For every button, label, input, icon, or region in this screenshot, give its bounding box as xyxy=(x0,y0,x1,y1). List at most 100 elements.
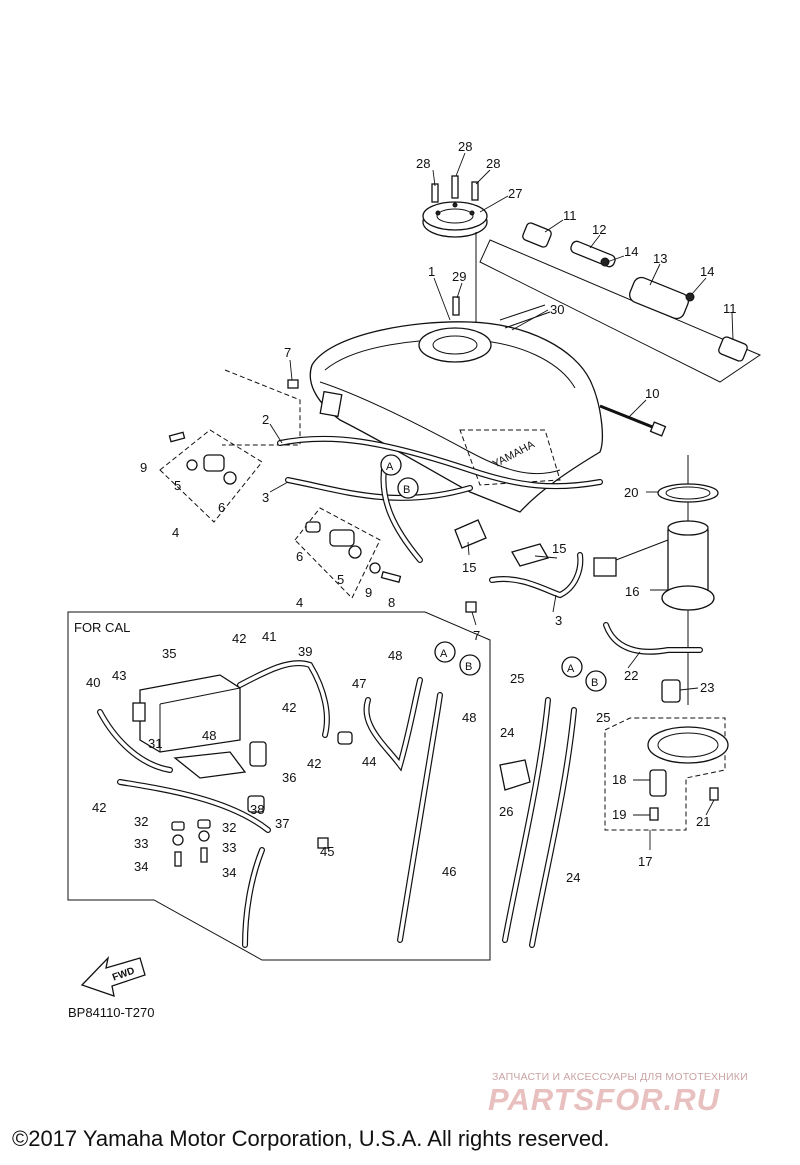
label-part-4-left: 4 xyxy=(172,525,179,540)
fasteners-32-34 xyxy=(171,819,211,867)
label-part-25-right: 25 xyxy=(596,710,610,725)
label-part-42-top: 42 xyxy=(232,631,246,646)
label-part-48-top: 48 xyxy=(388,648,402,663)
label-part-22: 22 xyxy=(624,668,638,683)
label-part-14-right: 14 xyxy=(700,264,714,279)
label-part-5-right: 5 xyxy=(337,572,344,587)
label-part-28-right: 28 xyxy=(486,156,500,171)
part-38 xyxy=(247,795,265,813)
label-part-12: 12 xyxy=(592,222,606,237)
callout-a-right: A xyxy=(567,663,575,675)
label-part-11-right: 11 xyxy=(723,301,737,316)
label-part-7-bottom: 7 xyxy=(473,628,480,643)
label-part-9-left: 9 xyxy=(140,460,147,475)
label-part-17: 17 xyxy=(638,854,652,869)
breather-assembly xyxy=(479,222,762,383)
label-part-40: 40 xyxy=(86,675,100,690)
label-part-4-right: 4 xyxy=(296,595,303,610)
label-part-42-right: 42 xyxy=(307,756,321,771)
label-part-24-left: 24 xyxy=(500,725,514,740)
label-part-15-right: 15 xyxy=(552,541,566,556)
label-part-32-right: 32 xyxy=(222,820,236,835)
label-part-42-left: 42 xyxy=(92,800,106,815)
damper-group-right xyxy=(294,507,402,599)
label-part-11-top: 11 xyxy=(563,208,577,223)
connector-23 xyxy=(661,679,681,703)
label-part-30: 30 xyxy=(550,302,564,317)
label-part-43: 43 xyxy=(112,668,126,683)
label-part-35: 35 xyxy=(162,646,176,661)
bolt-29 xyxy=(452,296,460,316)
label-part-5-left: 5 xyxy=(174,478,181,493)
label-part-46: 46 xyxy=(442,864,456,879)
label-part-27: 27 xyxy=(508,186,522,201)
label-part-28-left: 28 xyxy=(416,156,430,171)
label-part-33-right: 33 xyxy=(222,840,236,855)
part-44 xyxy=(337,731,353,745)
callout-a-cal: A xyxy=(440,648,448,660)
drain-hoses-24 xyxy=(499,697,577,948)
label-part-25-left: 25 xyxy=(510,671,524,686)
label-part-48-left: 48 xyxy=(202,728,216,743)
label-part-6-right: 6 xyxy=(296,549,303,564)
label-part-23: 23 xyxy=(700,680,714,695)
part-labels: 1 2 3 3 4 4 5 5 6 6 7 7 8 9 9 10 11 11 1… xyxy=(86,139,737,885)
label-part-36: 36 xyxy=(282,770,296,785)
label-part-9-right: 9 xyxy=(365,585,372,600)
fuel-tank: YAMAHA xyxy=(309,321,603,513)
label-part-29: 29 xyxy=(452,269,466,284)
callouts: A B A B A B xyxy=(380,454,607,692)
label-part-28-middle: 28 xyxy=(458,139,472,154)
label-part-16: 16 xyxy=(625,584,639,599)
label-part-18: 18 xyxy=(612,772,626,787)
label-part-24-right: 24 xyxy=(566,870,580,885)
label-part-3-lower: 3 xyxy=(555,613,562,628)
bolt-7-bottom xyxy=(465,601,477,613)
label-part-42-mid: 42 xyxy=(282,700,296,715)
label-part-44: 44 xyxy=(362,754,376,769)
label-part-48-right: 48 xyxy=(462,710,476,725)
label-part-10: 10 xyxy=(645,386,659,401)
callout-a-tank: A xyxy=(386,461,394,473)
pump-bracket-17 xyxy=(604,717,729,831)
callout-b-right: B xyxy=(591,677,598,689)
bolt-45 xyxy=(317,837,329,849)
for-cal-section: FOR CAL xyxy=(67,611,491,961)
label-part-2: 2 xyxy=(262,412,269,427)
bolt-10 xyxy=(599,404,667,437)
damper-group-left xyxy=(159,429,263,523)
label-part-39: 39 xyxy=(298,644,312,659)
label-part-1: 1 xyxy=(428,264,435,279)
bolt-7-top xyxy=(287,379,299,389)
fwd-arrow: FWD xyxy=(80,955,146,997)
clamp-26 xyxy=(499,759,531,791)
label-part-21: 21 xyxy=(696,814,710,829)
copyright-notice: ©2017 Yamaha Motor Corporation, U.S.A. A… xyxy=(12,1126,610,1151)
label-part-20: 20 xyxy=(624,485,638,500)
label-part-45: 45 xyxy=(320,844,334,859)
tank-cap-ring xyxy=(422,201,488,238)
tank-decal xyxy=(499,304,551,329)
label-part-6-left: 6 xyxy=(218,500,225,515)
label-part-14-left: 14 xyxy=(624,244,638,259)
watermark-caption: ЗАПЧАСТИ И АКСЕССУАРЫ ДЛЯ МОТОТЕХНИКИ xyxy=(492,1071,748,1083)
label-part-19: 19 xyxy=(612,807,626,822)
label-part-7-top: 7 xyxy=(284,345,291,360)
label-part-34-right: 34 xyxy=(222,865,236,880)
canister-35 xyxy=(132,674,241,753)
label-part-37: 37 xyxy=(275,816,289,831)
leader-lines xyxy=(269,152,734,850)
label-part-15-left: 15 xyxy=(462,560,476,575)
bolts-28 xyxy=(431,175,479,203)
watermark-logo: PARTSFOR.RU xyxy=(488,1082,721,1117)
diagram-code: BP84110-T270 xyxy=(68,1005,155,1020)
label-part-41: 41 xyxy=(262,629,276,644)
cushions-15 xyxy=(454,519,549,567)
fuel-tank-group: YAMAHA xyxy=(159,175,762,831)
callout-b-tank: B xyxy=(403,484,410,496)
label-part-34-left: 34 xyxy=(134,859,148,874)
for-cal-label: FOR CAL xyxy=(74,620,130,635)
label-part-8: 8 xyxy=(388,595,395,610)
label-part-13: 13 xyxy=(653,251,667,266)
